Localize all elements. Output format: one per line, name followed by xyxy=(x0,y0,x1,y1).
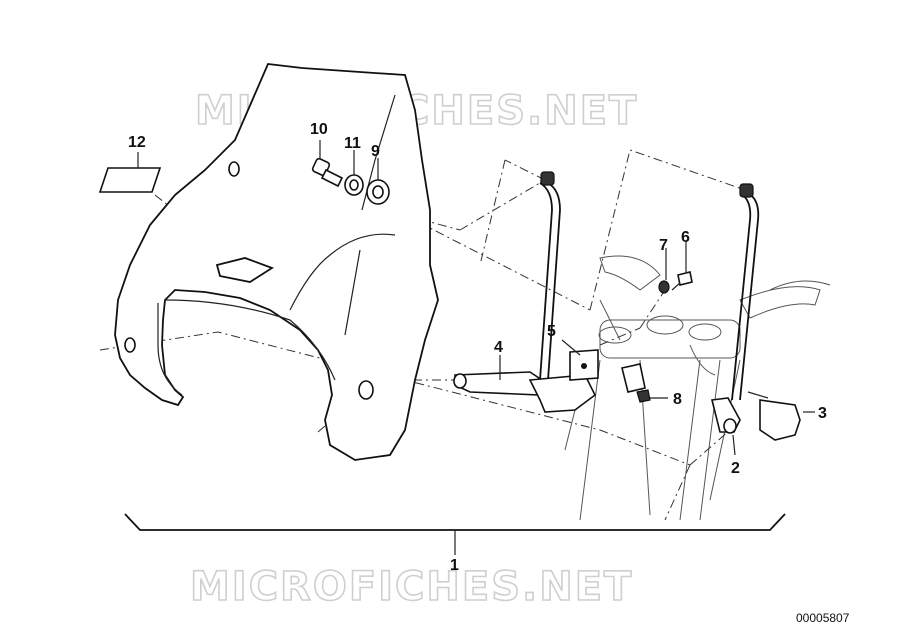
leader-lines xyxy=(137,140,815,456)
bracket-left-rubber xyxy=(540,171,555,186)
fork-and-handlebar-outline xyxy=(564,255,831,521)
screw-shaft-part-10 xyxy=(320,168,344,188)
windshield xyxy=(114,63,439,461)
clamp-part-8 xyxy=(636,389,651,403)
windshield-label-area xyxy=(215,257,275,283)
part-label-8: 8 xyxy=(673,391,682,408)
part-label-6: 6 xyxy=(681,229,690,246)
left-clamp xyxy=(528,374,597,413)
fastener-set xyxy=(311,157,390,205)
bolt-part-6 xyxy=(677,271,693,286)
part-label-7: 7 xyxy=(659,237,668,254)
watermark-bottom: MICROFICHES.NET xyxy=(190,564,633,610)
part-label-1: 1 xyxy=(450,557,459,574)
assembly-bracket xyxy=(124,513,786,531)
part-label-4: 4 xyxy=(494,339,503,356)
mounting-brackets xyxy=(453,171,801,441)
document-id: 00005807 xyxy=(796,611,850,625)
part-label-3: 3 xyxy=(818,405,827,422)
bracket-right-rubber xyxy=(739,183,754,198)
nut-part-7 xyxy=(658,280,670,294)
part-label-11: 11 xyxy=(344,135,361,152)
part-label-9: 9 xyxy=(371,143,380,160)
part-label-10: 10 xyxy=(310,121,328,138)
right-clamp-part-3 xyxy=(759,399,801,441)
sticker-part-12 xyxy=(98,167,162,193)
part-label-2: 2 xyxy=(731,460,740,477)
part-label-5: 5 xyxy=(547,323,556,340)
part-label-12: 12 xyxy=(128,134,146,151)
